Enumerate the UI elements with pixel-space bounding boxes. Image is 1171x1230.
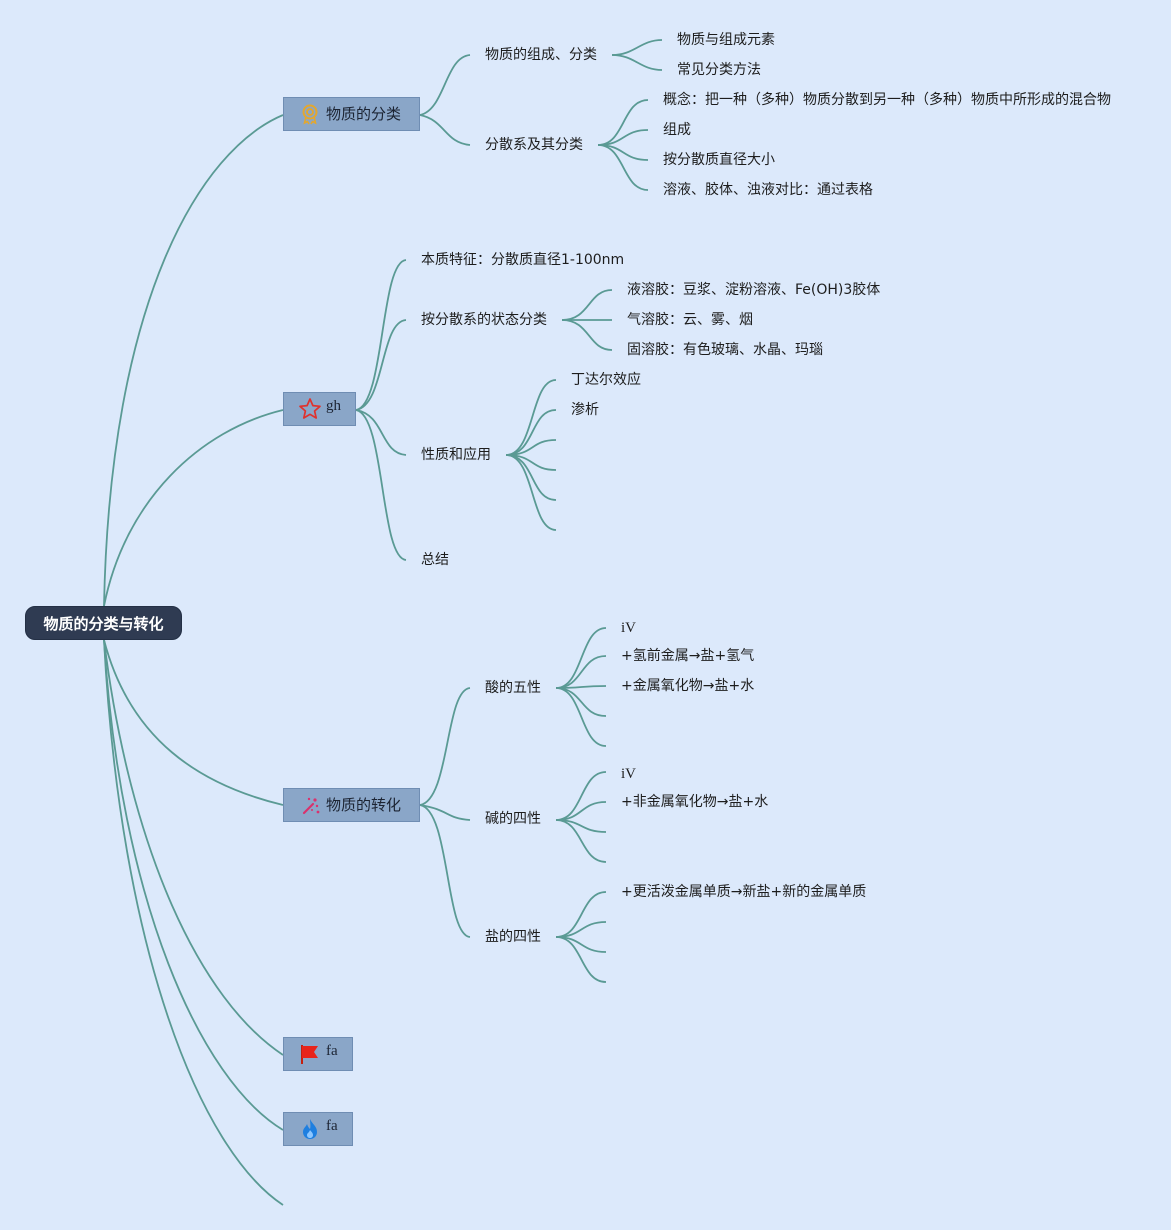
link-root-gh xyxy=(103,409,284,607)
topic-gh-label: gh xyxy=(326,398,341,414)
subtopic-salt[interactable]: 盐的四性 xyxy=(485,929,541,945)
star-outline-icon xyxy=(298,397,322,421)
link-base-child-4 xyxy=(555,819,607,863)
link-acid-child-1 xyxy=(555,627,607,689)
blue-flame-icon xyxy=(298,1117,322,1141)
link-properties-child-6 xyxy=(505,454,557,531)
leaf-dispersion-2[interactable]: 组成 xyxy=(663,122,691,138)
leaf-acid-2[interactable]: +氢前金属→盐+氢气 xyxy=(621,648,755,664)
link-dispersion-child-4 xyxy=(597,144,649,191)
link-acid-child-5 xyxy=(555,687,607,747)
leaf-state-3[interactable]: 固溶胶：有色玻璃、水晶、玛瑙 xyxy=(627,342,823,358)
link-properties-child-2 xyxy=(505,409,557,456)
leaf-base-2[interactable]: +非金属氧化物→盐+水 xyxy=(621,794,769,810)
link-root-open-branch xyxy=(103,639,284,1206)
award-medal-icon xyxy=(298,102,322,126)
link-state-child-3 xyxy=(561,319,613,351)
leaf-dispersion-4[interactable]: 溶液、胶体、浊液对比：通过表格 xyxy=(663,182,873,198)
sparkle-magic-icon xyxy=(298,793,322,817)
link-properties-child-1 xyxy=(505,379,557,456)
leaf-acid-1[interactable]: iV xyxy=(621,620,636,636)
link-salt-child-4 xyxy=(555,936,607,983)
leaf-composition-2[interactable]: 常见分类方法 xyxy=(677,62,761,78)
subtopic-dispersion[interactable]: 分散系及其分类 xyxy=(485,137,583,153)
leaf-acid-3[interactable]: +金属氧化物→盐+水 xyxy=(621,678,755,694)
leaf-properties-2[interactable]: 渗析 xyxy=(571,402,599,418)
leaf-properties-1[interactable]: 丁达尔效应 xyxy=(571,372,641,388)
topic-fa-flag[interactable]: fa xyxy=(283,1037,353,1071)
red-flag-icon xyxy=(298,1042,322,1066)
topic-fa-flag-label: fa xyxy=(326,1043,338,1059)
link-gh-essence xyxy=(355,259,407,411)
subtopic-base[interactable]: 碱的四性 xyxy=(485,811,541,827)
leaf-state-2[interactable]: 气溶胶：云、雾、烟 xyxy=(627,312,753,328)
link-root-transformation xyxy=(103,639,284,806)
topic-fa-flame-label: fa xyxy=(326,1118,338,1134)
link-composition-child-1 xyxy=(611,39,663,56)
link-base-child-2 xyxy=(555,801,607,821)
subtopic-properties[interactable]: 性质和应用 xyxy=(421,447,491,463)
link-composition-child-2 xyxy=(611,54,663,71)
link-base-child-1 xyxy=(555,771,607,821)
link-classification-dispersion xyxy=(419,114,471,146)
topic-gh[interactable]: gh xyxy=(283,392,356,426)
link-gh-summary xyxy=(355,409,407,561)
leaf-salt-1[interactable]: +更活泼金属单质→新盐+新的金属单质 xyxy=(621,884,867,900)
subtopic-summary[interactable]: 总结 xyxy=(421,552,449,568)
topic-classification[interactable]: 物质的分类 xyxy=(283,97,420,131)
subtopic-state[interactable]: 按分散系的状态分类 xyxy=(421,312,547,328)
topic-classification-label: 物质的分类 xyxy=(326,105,402,123)
subtopic-composition[interactable]: 物质的组成、分类 xyxy=(485,47,597,63)
leaf-composition-1[interactable]: 物质与组成元素 xyxy=(677,32,775,48)
topic-transformation[interactable]: 物质的转化 xyxy=(283,788,420,822)
link-transformation-base xyxy=(419,804,471,821)
leaf-base-1[interactable]: iV xyxy=(621,766,636,782)
link-transformation-salt xyxy=(419,804,471,938)
link-state-child-1 xyxy=(561,289,613,321)
link-gh-properties xyxy=(355,409,407,456)
link-root-fa2 xyxy=(103,639,284,1131)
link-root-classification xyxy=(103,114,284,607)
link-acid-child-4 xyxy=(555,687,607,717)
subtopic-acid[interactable]: 酸的五性 xyxy=(485,680,541,696)
link-root-fa1 xyxy=(103,639,284,1056)
leaf-dispersion-3[interactable]: 按分散质直径大小 xyxy=(663,152,775,168)
leaf-dispersion-1[interactable]: 概念：把一种（多种）物质分散到另一种（多种）物质中所形成的混合物 xyxy=(663,92,1111,108)
link-classification-composition xyxy=(419,54,471,116)
root-topic[interactable]: 物质的分类与转化 xyxy=(25,606,182,640)
topic-transformation-label: 物质的转化 xyxy=(326,796,402,814)
leaf-state-1[interactable]: 液溶胶：豆浆、淀粉溶液、Fe(OH)3胶体 xyxy=(627,282,881,298)
subtopic-essence[interactable]: 本质特征：分散质直径1-100nm xyxy=(421,252,625,268)
link-gh-state xyxy=(355,319,407,411)
topic-fa-flame[interactable]: fa xyxy=(283,1112,353,1146)
link-transformation-acid xyxy=(419,687,471,806)
